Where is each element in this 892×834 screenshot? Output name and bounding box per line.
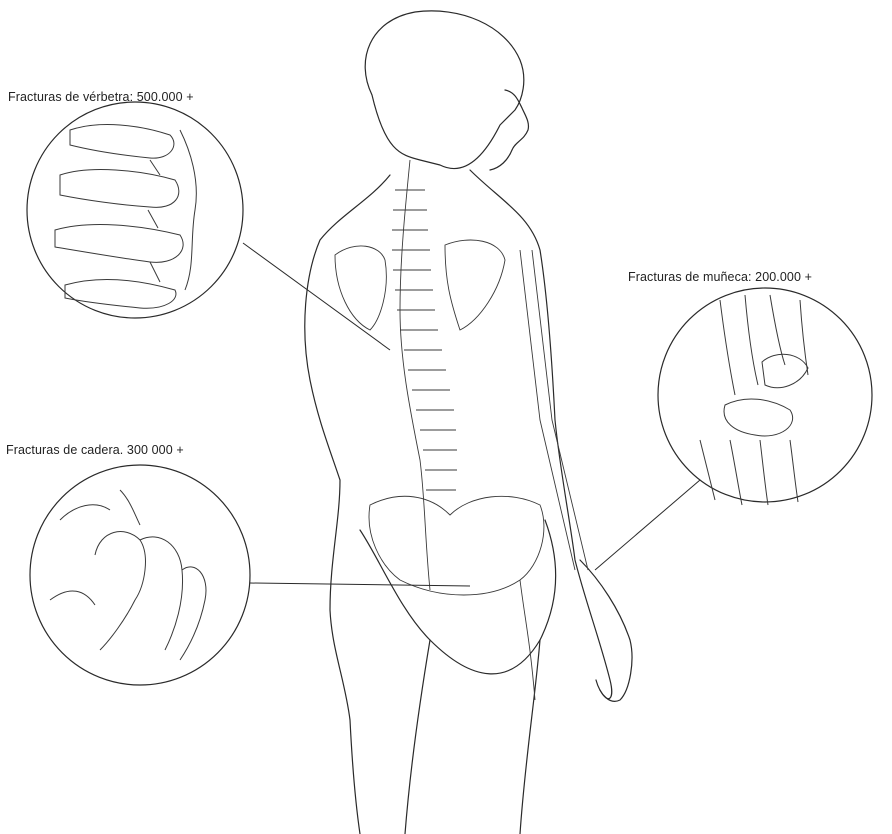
callout-lines [243,243,700,586]
left-leg-inner [405,640,430,834]
hip-inset-circle [30,465,250,685]
wrist-fracture-label: Fracturas de muñeca: 200.000 + [628,270,812,284]
right-leg-outline [520,640,540,834]
hip-callout-line [250,583,470,586]
face-profile [490,90,528,170]
vertebra-fracture-label: Fracturas de vérbetra: 500.000 + [8,90,194,104]
wrist-inset-circle [658,288,872,505]
right-shoulder-arm-outline [470,170,612,699]
human-figure-outline [305,11,632,834]
hip-fracture-label: Fracturas de cadera. 300 000 + [6,443,184,457]
pelvis [369,496,544,595]
femur-right [520,580,535,700]
vertebrae-marks [392,190,457,490]
wrist-callout-line [595,480,700,570]
spine-line [400,160,430,590]
hair-outline [365,11,524,169]
back-left-outline [305,175,390,834]
right-scapula [445,240,505,330]
skeleton-sketch [335,160,588,700]
vertebra-inset-circle [27,102,243,318]
vertebra-callout-line [243,243,390,350]
hand-outline [580,560,632,701]
hip-outline [360,520,556,674]
left-scapula [335,246,386,330]
